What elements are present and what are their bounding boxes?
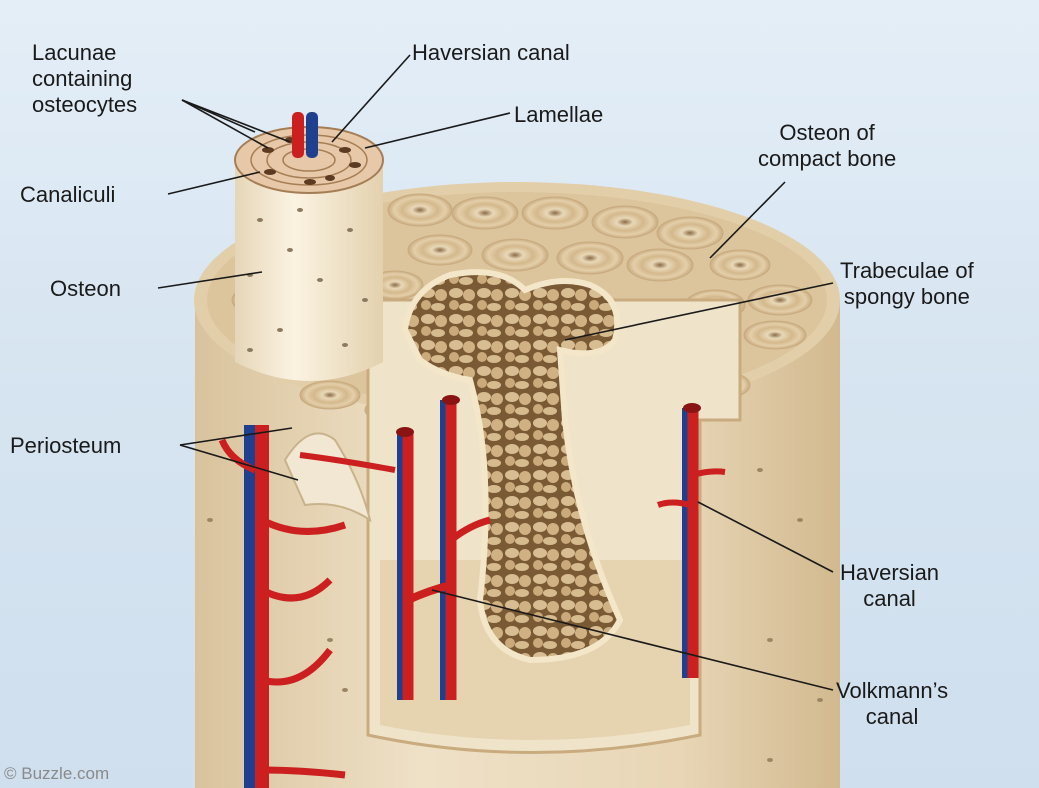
osteon-cylinder <box>235 112 383 388</box>
label-osteon: Osteon <box>50 276 121 302</box>
label-haversian-canal-top: Haversian canal <box>412 40 570 66</box>
label-trabeculae: Trabeculae of spongy bone <box>840 258 974 310</box>
label-canaliculi: Canaliculi <box>20 182 115 208</box>
label-volkmann-canal: Volkmann’s canal <box>836 678 948 730</box>
label-osteon-compact-bone: Osteon of compact bone <box>758 120 896 172</box>
watermark: © Buzzle.com <box>4 764 109 784</box>
label-lacunae: Lacunae containing osteocytes <box>32 40 137 118</box>
label-periosteum: Periosteum <box>10 433 121 459</box>
label-haversian-canal-side: Haversian canal <box>840 560 939 612</box>
label-lamellae: Lamellae <box>514 102 603 128</box>
